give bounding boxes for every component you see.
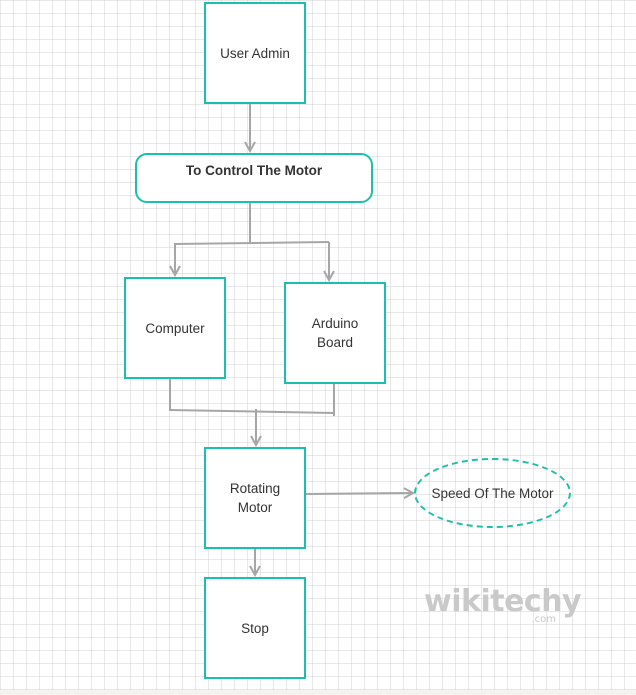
edge-merge-bar xyxy=(169,409,335,414)
node-user-admin-label: User Admin xyxy=(220,45,290,61)
edge-split-bar xyxy=(173,241,330,245)
node-rotating-motor-label: Rotating Motor xyxy=(229,481,281,515)
node-rotating-motor: Rotating Motor xyxy=(204,447,306,549)
node-arduino-label: Arduino Board xyxy=(311,316,359,350)
node-stop-label: Stop xyxy=(241,620,269,636)
watermark-brand: wikitechy xyxy=(424,584,582,619)
watermark-domain: .com xyxy=(531,614,556,625)
node-computer-label: Computer xyxy=(145,320,205,336)
node-computer: Computer xyxy=(124,277,226,379)
node-speed-label: Speed Of The Motor xyxy=(431,485,554,501)
edge-rotating-to-speed xyxy=(305,493,413,494)
node-arduino-board: Arduino Board xyxy=(284,282,386,384)
node-to-control-label: To Control The Motor xyxy=(185,163,323,178)
wikitechy-watermark-logo: wikitechy .com xyxy=(424,584,582,628)
node-user-admin: User Admin xyxy=(204,2,306,104)
node-stop: Stop xyxy=(204,577,306,679)
node-to-control-the-motor: To Control The Motor xyxy=(135,153,373,203)
node-speed-of-the-motor: Speed Of The Motor xyxy=(414,458,571,528)
bottom-strip xyxy=(0,690,636,695)
